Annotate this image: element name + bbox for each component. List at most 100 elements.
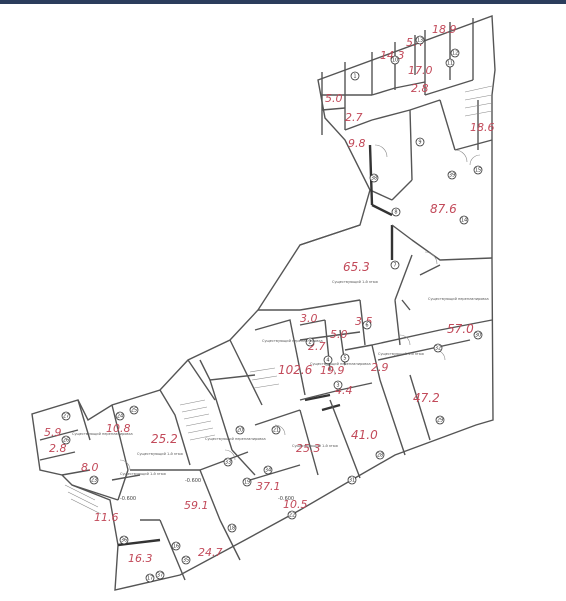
room-number: 7: [393, 263, 396, 269]
area-label: 5.0: [325, 92, 343, 105]
plan-note: Существующий перепланировка: [72, 432, 133, 436]
room-marker: 11: [445, 58, 455, 68]
area-label: 5.9: [44, 426, 62, 439]
room-marker: 1: [350, 71, 360, 81]
area-label: 37.1: [256, 480, 281, 493]
area-labels: 18.9 5.4 14.3 17.0 2.8 5.0 2.7 9.8 18.6 …: [44, 23, 495, 565]
room-number: 19: [244, 480, 250, 486]
room-number: 36: [121, 538, 127, 544]
room-marker: 21: [271, 425, 281, 435]
room-marker: 29: [435, 415, 445, 425]
level-mark: -0.600: [120, 496, 136, 502]
ne-wing-walls: [321, 18, 493, 260]
room-number: 5: [343, 356, 346, 362]
room-marker: 28: [375, 450, 385, 460]
plan-note: Существующий перепланировка: [428, 297, 489, 301]
room-marker: 12: [450, 48, 460, 58]
plan-note: Существующий перепланировка: [310, 362, 371, 366]
room-number: 15: [475, 168, 481, 174]
room-number: 6: [365, 323, 368, 329]
plan-note: Существующий 1-й этаж: [137, 452, 184, 456]
room-marker: 5: [340, 353, 350, 363]
plan-note: Существующий 1-й этаж: [332, 280, 379, 284]
area-label: 2.9: [371, 361, 389, 374]
room-number: 9: [418, 140, 421, 146]
room-marker: 22: [287, 510, 297, 520]
room-markers: 12 13 1 10 11 15 9 14 8 7 6 5 4 3 2 27 2…: [61, 35, 483, 583]
area-label: 2.8: [411, 82, 429, 95]
room-number: 2: [308, 340, 311, 346]
room-number: 23: [91, 478, 97, 484]
room-marker: 3: [333, 380, 343, 390]
plan-note: Существующий перепланировка: [262, 339, 323, 343]
room-number: 34: [265, 468, 271, 474]
room-number: 25: [131, 408, 137, 414]
building-outline: [31, 15, 496, 591]
stairs: [64, 367, 280, 515]
room-marker: 9: [415, 137, 425, 147]
level-mark: -0.600: [185, 478, 201, 484]
room-marker: 27: [61, 411, 71, 421]
room-number: 31: [349, 478, 355, 484]
area-label: 87.6: [430, 202, 457, 216]
area-label: 5.0: [330, 328, 348, 341]
room-marker: 35: [181, 555, 191, 565]
room-number: 18: [229, 526, 235, 532]
room-number: 21: [273, 428, 279, 434]
area-label: 3.0: [300, 312, 318, 325]
room-number: 24: [117, 414, 123, 420]
room-number: 11: [447, 61, 453, 67]
room-number: 20: [237, 428, 243, 434]
room-number: 14: [461, 218, 467, 224]
room-number: 12: [452, 51, 458, 57]
area-label: 41.0: [351, 428, 378, 442]
area-label: 2.8: [49, 442, 67, 455]
area-label: 24.7: [198, 546, 223, 559]
room-marker: 25: [129, 405, 139, 415]
room-marker: 34: [263, 465, 273, 475]
room-number: 13: [417, 38, 423, 44]
room-marker: 8: [391, 207, 401, 217]
room-marker: 6: [362, 320, 372, 330]
plan-notes: Существующий 1-й этаж Существующий переп…: [72, 280, 489, 476]
plan-note: Существующий перепланировка: [205, 437, 266, 441]
room-marker: 32: [433, 343, 443, 353]
area-label: 11.6: [94, 511, 119, 524]
room-marker: 33: [223, 457, 233, 467]
room-marker: 15: [473, 165, 483, 175]
room-marker: 26: [61, 435, 71, 445]
top-bar: [0, 0, 566, 4]
room-number: 35: [183, 558, 189, 564]
room-number: 27: [63, 414, 69, 420]
area-label: 16.3: [128, 552, 153, 565]
room-marker: 31: [347, 475, 357, 485]
area-label: 47.2: [413, 391, 440, 405]
room-marker: 37: [155, 570, 165, 580]
room-marker: 10: [390, 55, 400, 65]
room-number: 39: [449, 173, 455, 179]
area-label: 59.1: [184, 499, 209, 512]
room-marker: 39: [447, 170, 457, 180]
room-marker: 13: [415, 35, 425, 45]
room-number: 37: [157, 573, 163, 579]
plan-note: Существующий 1-й этаж: [292, 444, 339, 448]
room-marker: 2: [305, 337, 315, 347]
room-marker: 17: [145, 573, 155, 583]
area-label: 8.0: [81, 461, 99, 474]
area-label: 10.8: [106, 422, 131, 435]
room-number: 3: [336, 383, 339, 389]
room-number: 16: [173, 544, 179, 550]
room-number: 1: [353, 74, 356, 80]
room-number: 22: [289, 513, 295, 519]
area-label: 19.9: [320, 364, 345, 377]
plan-note: Существующий 1-й этаж: [378, 352, 425, 356]
area-label: 10.5: [283, 498, 308, 511]
doors: [119, 144, 481, 471]
room-number: 28: [377, 453, 383, 459]
area-label: 9.8: [348, 137, 366, 150]
room-marker: 38: [369, 173, 379, 183]
area-label: 18.9: [432, 23, 457, 36]
room-number: 8: [394, 210, 397, 216]
area-label: 2.7: [345, 111, 363, 124]
